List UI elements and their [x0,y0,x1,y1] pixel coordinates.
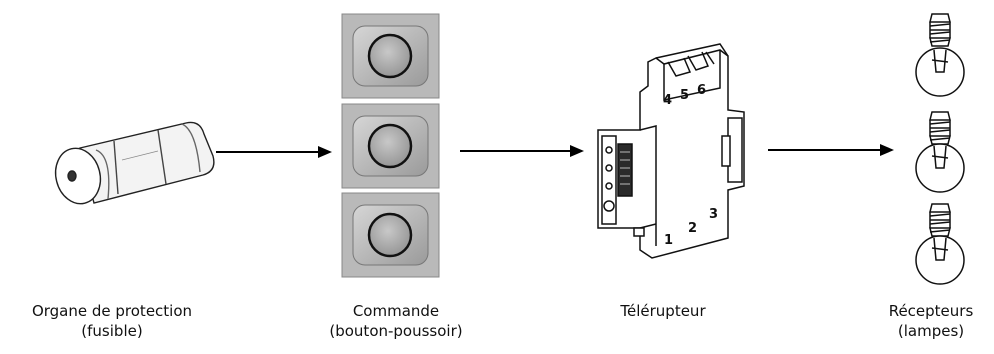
relay-terminal-label: 5 [680,88,689,103]
lamp-icon [915,111,965,193]
relay-terminal-label: 1 [664,233,673,248]
arrow-command-to-relay [460,145,584,157]
relay-terminal-label: 6 [697,83,706,98]
lamp-icon [915,203,965,285]
relay-terminal-label: 4 [663,93,672,108]
receivers-subtitle: (lampes) [897,322,965,340]
fuse-icon [54,121,215,205]
push-button-stack-icon [341,13,440,278]
lamp-stack-icon [915,13,965,285]
fuse-caption: Organe de protection (fusible) [0,301,224,341]
relay-terminal-labels: 4 5 6 1 2 3 [663,83,718,248]
push-button-icon [341,13,440,99]
arrow-fuse-to-command [216,146,332,158]
relay-caption: Télérupteur [588,301,738,321]
push-button-icon [341,192,440,278]
relay-title: Télérupteur [620,302,706,320]
relay-terminal-label: 3 [709,207,718,222]
command-title: Commande [352,302,440,320]
remote-switch-icon [597,43,745,259]
relay-terminal-label: 2 [688,221,697,236]
fuse-subtitle: (fusible) [81,322,143,340]
receivers-title: Récepteurs [888,302,974,320]
arrow-relay-to-receivers [768,144,894,156]
fuse-title: Organe de protection [31,302,193,320]
lamp-icon [915,13,965,97]
command-subtitle: (bouton-poussoir) [329,322,463,340]
push-button-icon [341,103,440,189]
command-caption: Commande (bouton-poussoir) [294,301,498,341]
receivers-caption: Récepteurs (lampes) [868,301,994,341]
